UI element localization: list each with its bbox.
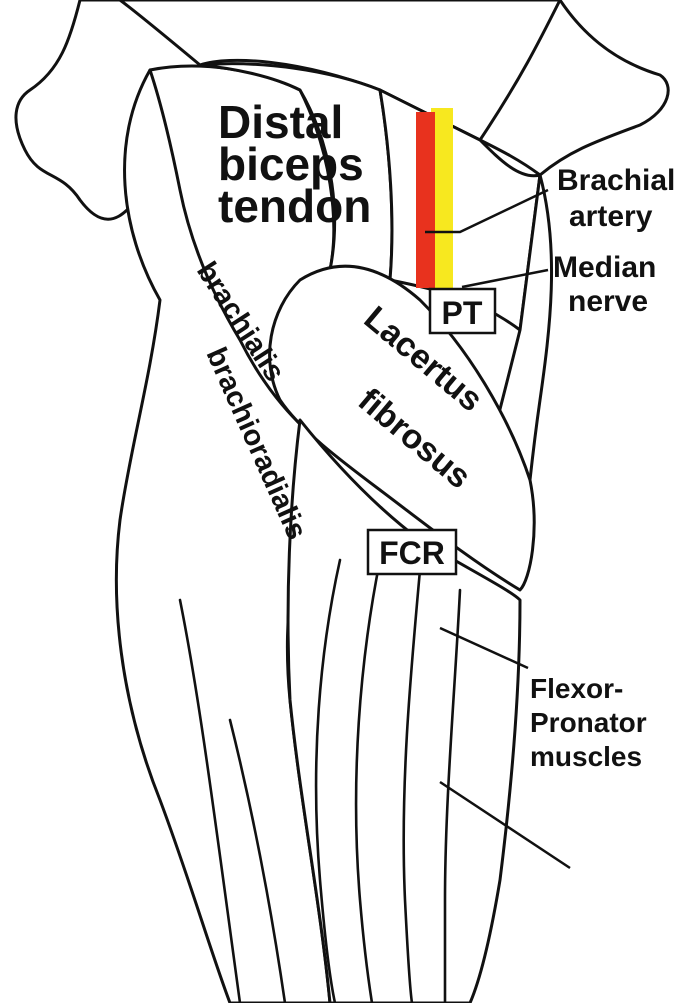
flexor-pronator-muscles [178, 418, 522, 1003]
skin-flaps [14, 0, 670, 221]
distal-biceps-tendon-label: Distal biceps tendon [218, 96, 377, 232]
flexor-pronator-leader-upper [439, 626, 529, 670]
pt-label: PT [442, 295, 483, 331]
lacertus-fibrosus [268, 264, 536, 592]
brachial-artery-leader [425, 188, 549, 234]
median-nerve-stripe [431, 108, 453, 288]
neurovascular-bundle [416, 108, 453, 288]
labels: Distal biceps tendon Brachial artery Med… [190, 96, 684, 772]
brachial-artery-stripe [416, 112, 435, 288]
pt-label-box [428, 287, 497, 335]
leader-lines [425, 188, 571, 870]
brachial-artery-label: Brachial artery [557, 164, 684, 233]
fcr-label-box [366, 528, 458, 576]
median-nerve-label: Median nerve [553, 251, 665, 318]
median-nerve-leader [461, 268, 549, 289]
flexor-pronator-muscles-label: Flexor- Pronator muscles [530, 673, 654, 772]
fcr-label: FCR [379, 535, 445, 571]
flexor-pronator-leader-lower [439, 780, 571, 870]
